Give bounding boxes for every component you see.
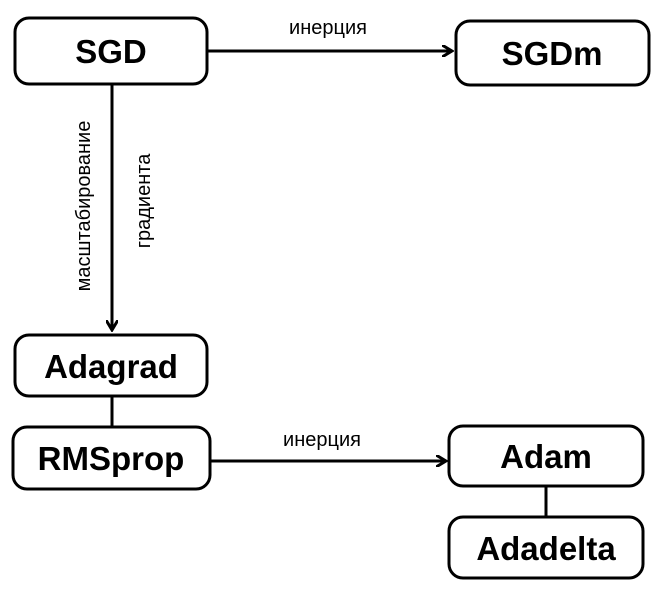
node-sgdm: SGDm [454, 19, 651, 87]
node-rmsprop: RMSprop [11, 425, 212, 491]
node-sgd-label: SGD [75, 33, 147, 70]
edge-label-gradient: градиента [133, 153, 155, 248]
edge-label-rmsprop-adam: инерция [283, 429, 361, 451]
node-rmsprop-label: RMSprop [38, 440, 185, 477]
node-adadelta-label: Adadelta [476, 530, 616, 567]
node-adam-label: Adam [500, 438, 592, 475]
node-adam: Adam [447, 424, 645, 488]
edge-label-sgd-sgdm: инерция [289, 17, 367, 39]
node-sgdm-label: SGDm [502, 35, 603, 72]
node-sgd: SGD [13, 16, 209, 86]
node-adagrad-label: Adagrad [44, 348, 178, 385]
node-adagrad: Adagrad [13, 333, 209, 398]
edge-label-scaling: масштабирование [73, 121, 95, 292]
node-adadelta: Adadelta [447, 515, 645, 580]
